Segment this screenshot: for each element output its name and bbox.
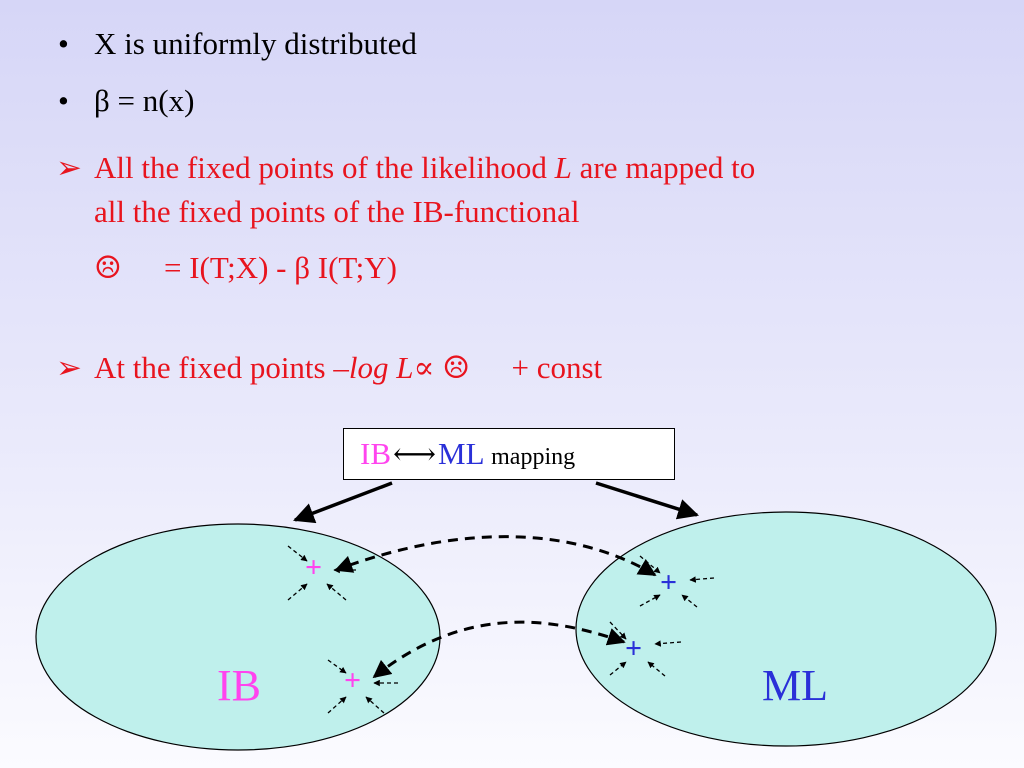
bullet-symbol: • [58, 26, 69, 61]
proportional-frown: ∝ ☹ [413, 350, 470, 385]
mapping-box: IB⟷ML mapping [343, 428, 675, 480]
text: At the fixed points [94, 350, 334, 385]
ml-fixed-point-top: + [660, 566, 678, 599]
bullet-text: β = n(x) [94, 83, 195, 118]
point-fixed-points-line2: all the fixed points of the IB-functiona… [94, 194, 580, 229]
ml-region-label: ML [762, 661, 828, 710]
bullet-text: X is uniformly distributed [94, 26, 417, 61]
point-fixed-points-line3: ☹ = I(T;X) - β I(T;Y) [94, 250, 397, 286]
ib-fixed-point-bottom: + [344, 664, 362, 697]
neg: – [333, 350, 349, 385]
converging-arrows [287, 545, 715, 714]
ml-fixed-point-bottom: + [625, 632, 643, 665]
text: + const [511, 350, 603, 385]
point-fixed-points-line1: ➢All the fixed points of the likelihood … [56, 150, 755, 186]
ib-functional-eq: = I(T;X) - β I(T;Y) [164, 250, 397, 285]
arrow-to-ml [595, 481, 700, 520]
bullet-symbol: • [58, 83, 69, 118]
arrow-to-ib [293, 481, 393, 524]
var-L: L [554, 150, 572, 185]
mapping-word: mapping [491, 444, 576, 470]
ib-region [35, 523, 441, 751]
point-log-likelihood: ➢ At the fixed points –log L ∝ ☹ + const [56, 350, 602, 386]
bullet-beta: • β = n(x) [58, 83, 194, 119]
arrow-bullet-icon: ➢ [56, 150, 82, 185]
ib-region-label: IB [217, 661, 261, 710]
mapping-ib: IB [360, 436, 391, 471]
text: All the fixed points of the likelihood [94, 150, 555, 185]
dashed-map-arrow-top [334, 535, 657, 577]
mapping-ml: ML [438, 436, 484, 471]
ib-fixed-point-top: + [305, 551, 323, 584]
dashed-map-arrow-bottom [372, 620, 626, 679]
log-L: log L [348, 350, 414, 385]
bullet-uniform: • X is uniformly distributed [58, 26, 417, 62]
frown-icon: ☹ [94, 250, 122, 285]
text: are mapped to [571, 150, 756, 185]
arrow-bullet-icon: ➢ [56, 350, 82, 385]
double-arrow-icon: ⟷ [393, 438, 437, 471]
